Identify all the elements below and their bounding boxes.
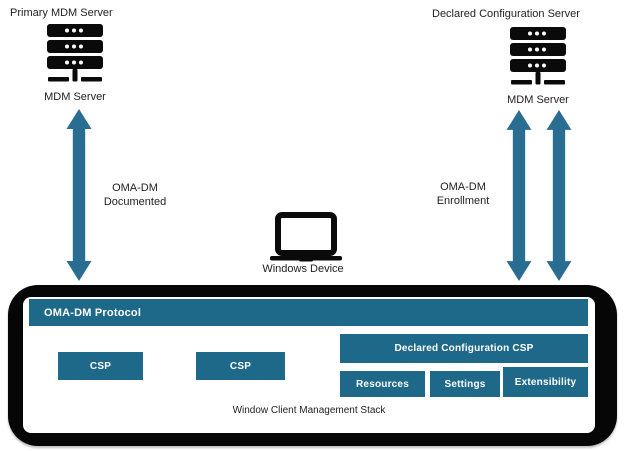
double-arrow-enrollment-right-icon — [546, 110, 572, 281]
oma-dm-documented-line1: OMA-DM — [112, 182, 158, 194]
resources-box: Resources — [340, 371, 425, 397]
csp-box-middle: CSP — [196, 352, 285, 380]
extensibility-box: Extensibility — [503, 367, 588, 397]
settings-box: Settings — [430, 371, 500, 397]
primary-mdm-server-label: MDM Server — [44, 91, 106, 103]
declared-mdm-server-label: MDM Server — [507, 94, 569, 106]
oma-dm-protocol-bar: OMA-DM Protocol — [29, 299, 588, 326]
oma-dm-enrollment-line2: Enrollment — [436, 195, 490, 207]
windows-device-label: Windows Device — [262, 263, 344, 275]
oma-dm-enrollment-line1: OMA-DM — [440, 181, 486, 193]
csp-box-left: CSP — [58, 352, 143, 380]
declared-configuration-server-title: Declared Configuration Server — [432, 8, 580, 20]
declared-configuration-csp-box: Declared Configuration CSP — [340, 334, 588, 363]
double-arrow-documented-icon — [66, 109, 92, 281]
server-icon — [47, 24, 103, 82]
stack-caption: Window Client Management Stack — [232, 405, 386, 416]
oma-dm-documented-line2: Documented — [103, 196, 167, 208]
oma-dm-documented-label: OMA-DM Documented — [85, 181, 185, 209]
primary-mdm-server-title: Primary MDM Server — [10, 7, 113, 19]
double-arrow-enrollment-left-icon — [506, 110, 532, 281]
server-icon — [510, 27, 566, 85]
laptop-icon — [270, 212, 342, 262]
oma-dm-enrollment-label: OMA-DM Enrollment — [413, 180, 513, 208]
